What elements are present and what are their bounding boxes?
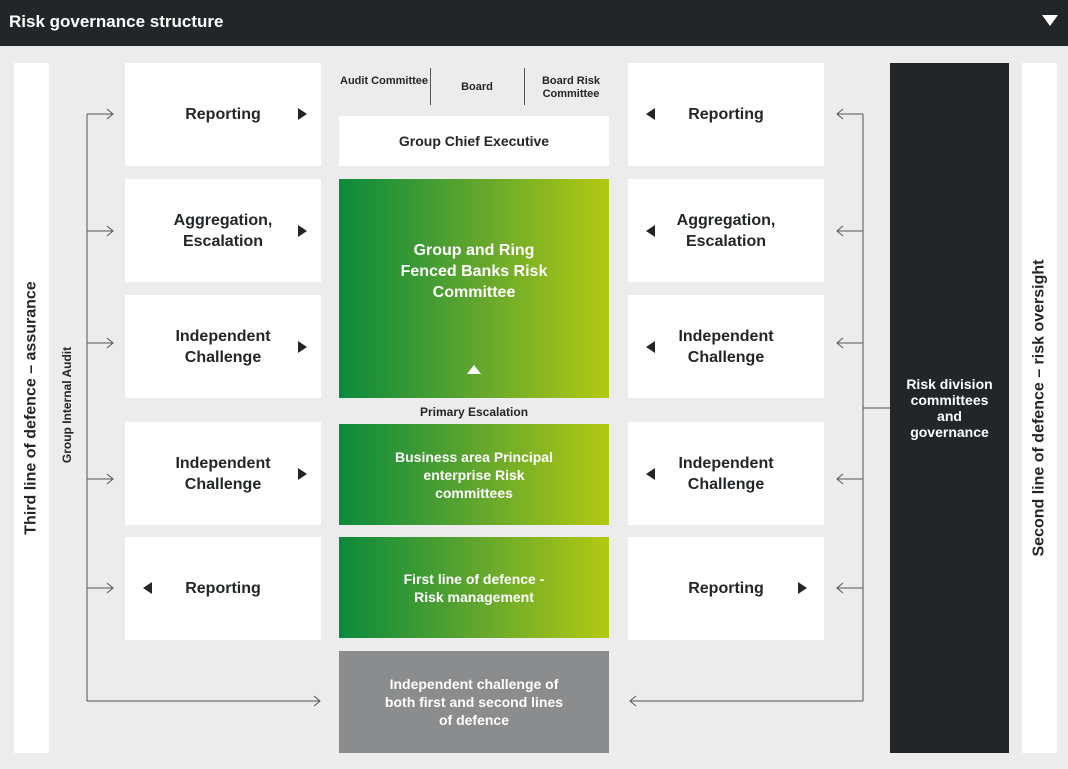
board-row: Audit Committee Board Board Risk Committ… bbox=[339, 63, 609, 107]
box-label: Reporting bbox=[185, 580, 261, 597]
arrow-left-icon bbox=[143, 582, 152, 594]
ring-fenced-committee-box: Group and Ring Fenced Banks Risk Committ… bbox=[339, 179, 609, 398]
header-bar: Risk governance structure bbox=[0, 0, 1068, 46]
board-label: Board bbox=[461, 81, 493, 93]
business-area-label: Business area Principal enterprise Risk … bbox=[395, 448, 553, 501]
page-title: Risk governance structure bbox=[9, 12, 224, 31]
divider bbox=[430, 68, 431, 105]
box-label: Independent Challenge bbox=[175, 327, 271, 366]
arrow-right-icon bbox=[298, 225, 307, 237]
right-box-aggregation: Aggregation, Escalation bbox=[628, 179, 824, 282]
left-box-reporting-bottom: Reporting bbox=[125, 537, 321, 640]
box-label: Reporting bbox=[688, 580, 764, 597]
risk-division-label: Risk division committees and governance bbox=[906, 376, 993, 440]
primary-escalation-label: Primary Escalation bbox=[419, 405, 529, 419]
internal-audit-panel: Group Internal Audit bbox=[58, 330, 76, 480]
business-area-box: Business area Principal enterprise Risk … bbox=[339, 424, 609, 525]
left-box-reporting-top: Reporting bbox=[125, 63, 321, 166]
box-label: Reporting bbox=[185, 106, 261, 123]
risk-division-panel: Risk division committees and governance bbox=[890, 63, 1009, 753]
arrow-up-icon bbox=[467, 365, 481, 374]
arrow-left-icon bbox=[646, 108, 655, 120]
group-chief-executive-label: Group Chief Executive bbox=[398, 133, 550, 149]
right-box-challenge-1: Independent Challenge bbox=[628, 295, 824, 398]
arrow-left-icon bbox=[646, 341, 655, 353]
left-box-aggregation: Aggregation, Escalation bbox=[125, 179, 321, 282]
independent-challenge-label: Independent challenge of both first and … bbox=[384, 676, 564, 728]
second-line-panel: Second line of defence – risk oversight bbox=[1022, 63, 1057, 753]
right-box-reporting-bottom: Reporting bbox=[628, 537, 824, 640]
box-label: Independent Challenge bbox=[678, 327, 774, 366]
ring-fenced-label: Group and Ring Fenced Banks Risk Committ… bbox=[400, 241, 548, 301]
arrow-right-icon bbox=[298, 108, 307, 120]
left-box-challenge-1: Independent Challenge bbox=[125, 295, 321, 398]
box-label: Independent Challenge bbox=[175, 454, 271, 493]
box-label: Independent Challenge bbox=[678, 454, 774, 493]
box-label: Aggregation, Escalation bbox=[173, 211, 273, 250]
third-line-label: Third line of defence – assurance bbox=[22, 281, 40, 535]
arrow-right-icon bbox=[298, 468, 307, 480]
arrow-left-icon bbox=[646, 225, 655, 237]
arrow-right-icon bbox=[298, 341, 307, 353]
right-box-reporting-top: Reporting bbox=[628, 63, 824, 166]
audit-committee-label: Audit Committee bbox=[340, 75, 428, 87]
second-line-label: Second line of defence – risk oversight bbox=[1030, 259, 1048, 557]
left-box-challenge-2: Independent Challenge bbox=[125, 422, 321, 525]
divider bbox=[524, 68, 525, 105]
arrow-left-icon bbox=[646, 468, 655, 480]
right-box-challenge-2: Independent Challenge bbox=[628, 422, 824, 525]
independent-challenge-box: Independent challenge of both first and … bbox=[339, 651, 609, 753]
first-line-box: First line of defence - Risk management bbox=[339, 537, 609, 638]
first-line-label: First line of defence - Risk management bbox=[403, 570, 545, 605]
internal-audit-label: Group Internal Audit bbox=[60, 346, 74, 464]
box-label: Aggregation, Escalation bbox=[676, 211, 776, 250]
third-line-panel: Third line of defence – assurance bbox=[14, 63, 49, 753]
board-risk-committee-label: Board Risk Committee bbox=[541, 75, 601, 100]
box-label: Reporting bbox=[688, 106, 764, 123]
chevron-down-icon[interactable] bbox=[1042, 15, 1058, 26]
arrow-right-icon bbox=[798, 582, 807, 594]
group-chief-executive-box: Group Chief Executive bbox=[339, 116, 609, 166]
